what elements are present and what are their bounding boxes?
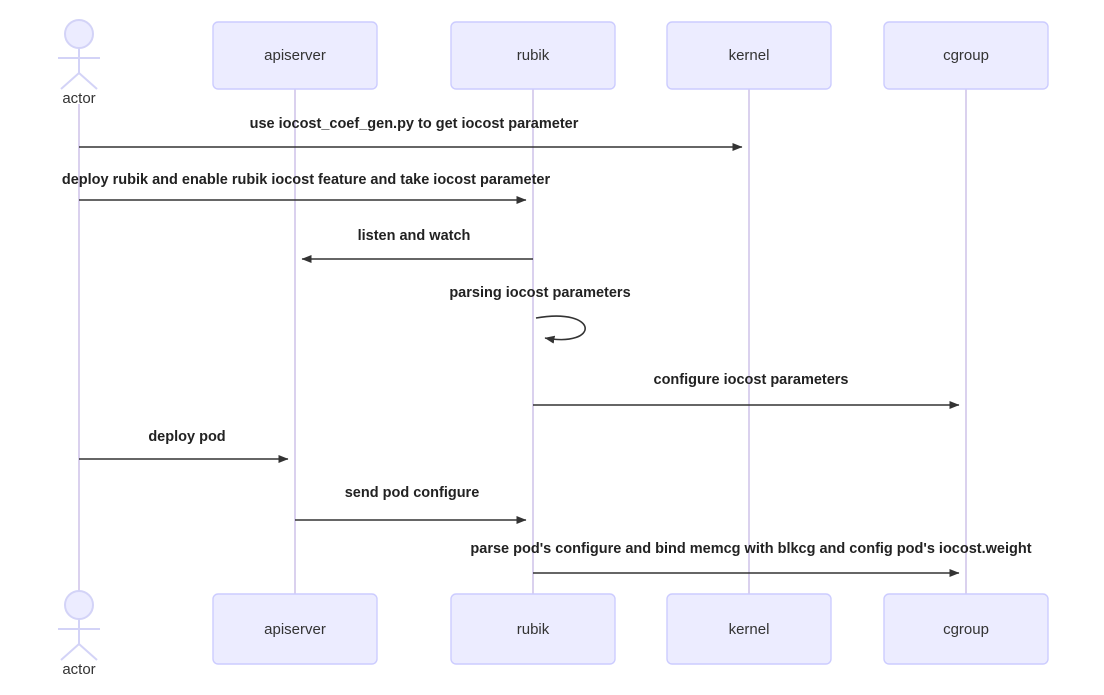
participant-box[interactable] — [666, 21, 832, 90]
lifelines-group — [78, 89, 967, 597]
participant-label: cgroup — [943, 621, 989, 638]
participant-label: apiserver — [264, 47, 326, 64]
message-2[interactable]: deploy rubik and enable rubik iocost fea… — [62, 172, 551, 204]
actor-leg-right-icon — [78, 72, 98, 90]
message-8[interactable]: parse pod's configure and bind memcg wit… — [470, 541, 1032, 577]
participant-rubik-bottom[interactable]: rubik — [450, 593, 616, 665]
participant-box[interactable] — [883, 593, 1049, 665]
participant-label: rubik — [517, 621, 550, 638]
actor-leg-left-icon — [60, 72, 80, 90]
message-label: configure iocost parameters — [654, 372, 849, 388]
participant-label: rubik — [517, 47, 550, 64]
participant-box[interactable] — [212, 593, 378, 665]
actor-head-icon — [64, 590, 94, 620]
participant-apiserver-top[interactable]: apiserver — [212, 21, 378, 90]
message-self-loop-arrow — [535, 315, 586, 344]
participant-kernel-bottom[interactable]: kernel — [666, 593, 832, 665]
message-5[interactable]: configure iocost parameters — [533, 372, 960, 409]
participant-box[interactable] — [212, 21, 378, 90]
participant-kernel-top[interactable]: kernel — [666, 21, 832, 90]
participant-cgroup-top[interactable]: cgroup — [883, 21, 1049, 90]
participant-box[interactable] — [450, 21, 616, 90]
actor-label: actor — [62, 90, 95, 107]
participant-box[interactable] — [666, 593, 832, 665]
participant-box[interactable] — [450, 593, 616, 665]
message-label: deploy pod — [148, 429, 225, 445]
actor-head-icon — [64, 19, 94, 49]
participant-box[interactable] — [883, 21, 1049, 90]
message-1[interactable]: use iocost_coef_gen.py to get iocost par… — [79, 116, 743, 151]
actor-leg-left-icon — [60, 643, 80, 661]
message-7[interactable]: send pod configure — [295, 485, 527, 524]
message-4[interactable]: parsing iocost parameters — [449, 285, 631, 344]
actor-figure-top[interactable]: actor — [58, 19, 100, 107]
participant-rubik-top[interactable]: rubik — [450, 21, 616, 90]
actor-figure-bottom[interactable]: actor — [58, 590, 100, 678]
actor-leg-right-icon — [78, 643, 98, 661]
message-label: parse pod's configure and bind memcg wit… — [470, 541, 1031, 557]
participant-label: apiserver — [264, 621, 326, 638]
message-label: deploy rubik and enable rubik iocost fea… — [62, 172, 551, 188]
participant-cgroup-bottom[interactable]: cgroup — [883, 593, 1049, 665]
message-6[interactable]: deploy pod — [79, 429, 289, 463]
participant-label: kernel — [729, 47, 770, 64]
message-label: send pod configure — [345, 485, 480, 501]
message-label: parsing iocost parameters — [449, 285, 630, 301]
participant-label: kernel — [729, 621, 770, 638]
message-label: use iocost_coef_gen.py to get iocost par… — [250, 116, 579, 132]
message-3[interactable]: listen and watch — [301, 228, 533, 263]
participant-apiserver-bottom[interactable]: apiserver — [212, 593, 378, 665]
message-label: listen and watch — [358, 228, 471, 244]
actor-label: actor — [62, 661, 95, 678]
participant-label: cgroup — [943, 47, 989, 64]
